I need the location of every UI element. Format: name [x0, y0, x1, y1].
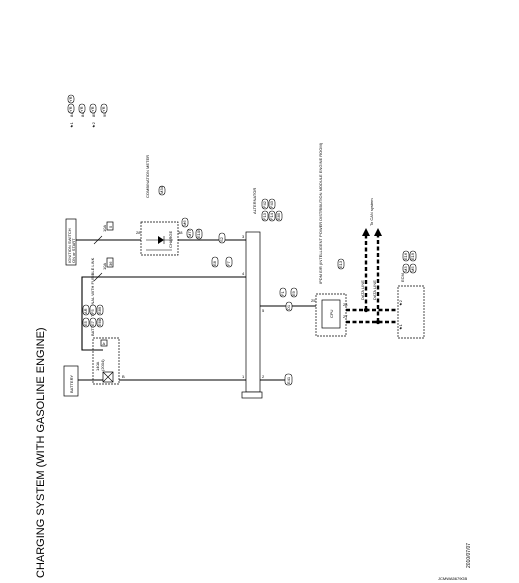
legend-item: 84 [80, 112, 85, 117]
alternator-pin: 3 [242, 234, 245, 239]
ground-label: E41 [286, 376, 291, 384]
fusible-connector: AR [83, 308, 88, 314]
fusible-connector: E89 [97, 306, 102, 314]
ipdm-pin: 28 [343, 302, 348, 307]
ignition-switch: IGNITION SWITCH ON or START [65, 218, 77, 266]
wire-code: E9 [291, 290, 296, 296]
ecm-code: M3 [403, 266, 408, 272]
meter-connector: M34 [159, 185, 164, 194]
alternator-pin: 5 [262, 308, 265, 313]
can-label: To CAN system [369, 198, 374, 226]
meter-pin: 28 [136, 230, 141, 235]
alternator-connector: F42 [262, 200, 267, 208]
meter-label: COMBINATION METER [145, 155, 150, 198]
charge-label: CHARGE [168, 231, 173, 248]
legend-item: YR [68, 96, 73, 102]
fuse-1-id: 5 [108, 225, 113, 228]
ecm: ECM E16 E19 M3 M5 ★1 ★2 [397, 250, 425, 339]
diagram-code: JCMWA5679GB [438, 576, 468, 581]
fusible-pin: B [122, 374, 125, 379]
ecm-label: ECM [400, 273, 405, 282]
ignition-sub: ON or START [71, 238, 76, 263]
fusible-connector: F5 [90, 309, 95, 314]
fusible-sub: A [103, 341, 106, 346]
wire-code: F7 [226, 261, 231, 266]
fusible-label: BATTERY TERMINAL WITH FUSIBLE LINK [90, 257, 95, 336]
alternator-pin: 4 [242, 271, 245, 276]
fusible-connector: E7 [90, 320, 95, 326]
fusible-rating: (2004) [100, 359, 105, 371]
fuse-2-amps: 10A [102, 263, 107, 270]
legend-item: YR [68, 106, 73, 112]
legend-marker-1: ★1 [69, 121, 74, 128]
legend: ★1 84 YR YR 84 YR ★2 85 YR 99 YR [67, 94, 108, 128]
alternator-label: ALTERNATOR [252, 188, 257, 214]
legend-marker-2: ★2 [91, 121, 96, 128]
data-line-label: DATA LINE [360, 280, 365, 300]
alternator-pin: 1 [242, 374, 245, 379]
ecm-pin: ★2 [398, 299, 403, 306]
ipdm-connector: E13 [338, 260, 343, 268]
alternator: ALTERNATOR F13 F42 F14 F43 E85 3 4 5 1 2 [241, 188, 283, 399]
wire-code: E8 [212, 260, 217, 266]
wire-code: F1 [280, 291, 285, 296]
combination-meter: COMBINATION METER M34 CHARGE 28 38 M6 M7… [136, 155, 203, 256]
alternator-connector: F14 [269, 212, 274, 220]
fusible-connector: E68 [97, 318, 102, 326]
wire-code: S2 [219, 236, 224, 242]
fusible-connector: E5 [83, 320, 88, 326]
legend-item: 99 [102, 112, 107, 117]
ecm-code: M5 [410, 266, 415, 272]
meter-code: E109 [196, 228, 201, 238]
fusible-rating: 140A [95, 361, 100, 371]
legend-item: 84 [69, 112, 74, 117]
ipdm-pin: 25 [311, 298, 316, 303]
legend-item: YR [79, 106, 84, 112]
alternator-connector: F13 [262, 212, 267, 220]
data-line-label: DATA LINE [372, 280, 377, 300]
fuse-2-id: 36 [108, 261, 113, 266]
meter-pin: 38 [178, 230, 183, 235]
ignition-label: IGNITION SWITCH [67, 228, 72, 263]
fusible-link: 140A (2004) A BATTERY TERMINAL WITH FUSI… [82, 257, 125, 385]
ecm-connector: E16 [403, 252, 408, 260]
date-label: 2010/07/07 [466, 543, 472, 568]
battery-label: BATTERY [69, 375, 74, 393]
legend-item: YR [90, 106, 95, 112]
ipdm-pin: 27 [343, 314, 348, 319]
fuse-1-amps: 10A [102, 225, 107, 232]
alternator-pin: 2 [262, 374, 265, 379]
legend-item: YR [101, 106, 106, 112]
legend-item: 85 [91, 112, 96, 117]
alternator-connector: F43 [269, 200, 274, 208]
meter-code: M77 [187, 228, 192, 237]
meter-code: M6 [182, 220, 187, 226]
page-title: CHARGING SYSTEM (WITH GASOLINE ENGINE) [35, 327, 47, 578]
alternator-connector: E85 [276, 212, 281, 220]
battery: BATTERY [63, 365, 79, 397]
ipdm-er: CPU IPDM E/R (INTELLIGENT POWER DISTRIBU… [311, 142, 348, 337]
ecm-connector: E19 [410, 252, 415, 260]
ipdm-label: IPDM E/R (INTELLIGENT POWER DISTRIBUTION… [318, 142, 323, 284]
fuse-1: 10A 5 [93, 221, 114, 245]
ipdm-cpu: CPU [329, 309, 334, 318]
ecm-pin: ★1 [398, 323, 403, 330]
wire-code: D1 [286, 304, 291, 310]
